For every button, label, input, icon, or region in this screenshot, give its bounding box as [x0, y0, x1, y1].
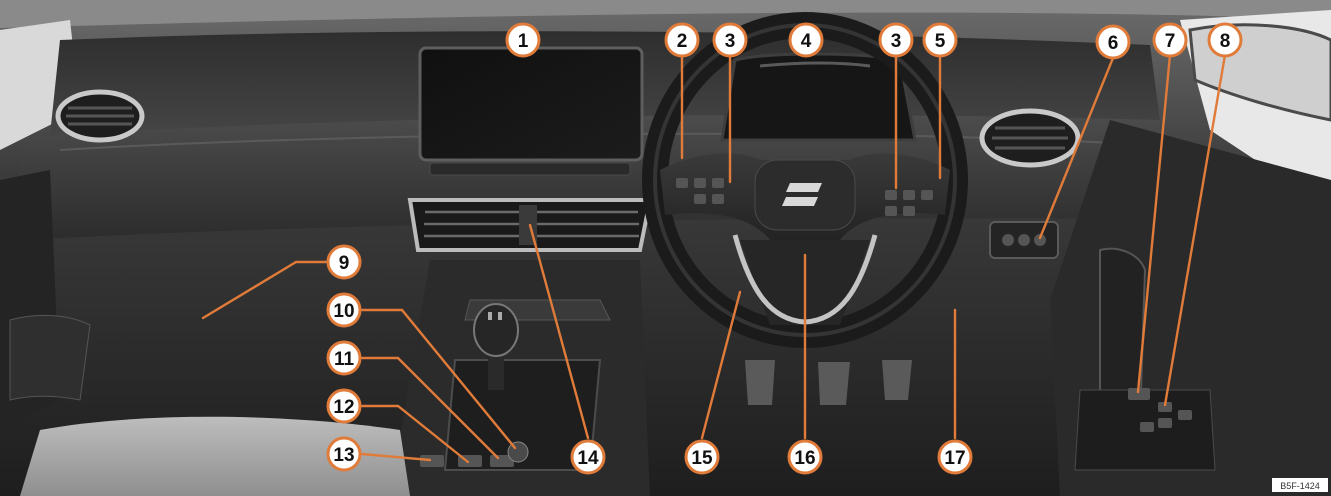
leader-13	[360, 452, 432, 462]
callout-number: 3	[891, 31, 902, 52]
callout-7: 7	[1152, 22, 1188, 58]
callout-1: 1	[505, 22, 541, 58]
callout-circle	[712, 22, 748, 58]
steering-buttons-right	[885, 190, 933, 216]
callout-number: 16	[794, 448, 815, 469]
seat-logo	[782, 183, 822, 206]
callout-number: 17	[944, 448, 965, 469]
callout-circle	[570, 439, 606, 475]
right-air-vent	[979, 108, 1081, 168]
callout-4: 4	[788, 22, 824, 58]
windshield	[0, 0, 1331, 28]
leader-14	[528, 223, 590, 440]
leader-11	[360, 356, 500, 460]
callout-number: 11	[334, 349, 355, 370]
callout-number: 4	[801, 31, 812, 52]
callout-circle	[684, 439, 720, 475]
callout-number: 6	[1108, 33, 1119, 54]
callout-10: 10	[326, 292, 362, 328]
leader-12	[360, 404, 470, 464]
callout-number: 9	[339, 253, 350, 274]
callout-number: 3	[725, 31, 736, 52]
callout-circle	[937, 439, 973, 475]
callout-circle	[326, 340, 362, 376]
leader-lines	[201, 50, 1227, 464]
callout-6: 6	[1095, 24, 1131, 60]
callout-number: 13	[333, 445, 354, 466]
left-air-vent	[55, 89, 145, 143]
leader-15	[700, 290, 742, 440]
pedals	[745, 360, 912, 405]
callout-number: 8	[1220, 31, 1231, 52]
callout-circle	[787, 439, 823, 475]
window-switches	[1128, 388, 1192, 432]
callout-circle	[1207, 22, 1243, 58]
callout-circle	[878, 22, 914, 58]
infotainment-screen	[418, 46, 644, 176]
callout-15: 15	[684, 439, 720, 475]
callout-16: 16	[787, 439, 823, 475]
light-switch-panel	[989, 221, 1059, 259]
reference-code-box	[1272, 478, 1328, 492]
callout-2: 2	[664, 22, 700, 58]
leader-10	[360, 308, 517, 450]
callout-9: 9	[326, 244, 362, 280]
leader-7	[1136, 53, 1172, 394]
callout-number: 10	[333, 301, 354, 322]
callout-circle	[922, 22, 958, 58]
callout-3: 3	[712, 22, 748, 58]
callout-circle	[1152, 22, 1188, 58]
steering-buttons-left	[676, 178, 724, 204]
callout-11: 11	[326, 340, 362, 376]
callout-3: 3	[878, 22, 914, 58]
callout-5: 5	[922, 22, 958, 58]
callout-circle	[788, 22, 824, 58]
callout-circle	[1095, 24, 1131, 60]
callout-number: 7	[1165, 31, 1176, 52]
left-door-handle	[9, 314, 91, 401]
reference-code: B5F-1424	[1280, 481, 1320, 491]
callout-number: 14	[577, 448, 599, 469]
passenger-seat	[20, 416, 410, 496]
callout-number: 5	[935, 31, 946, 52]
callout-number: 15	[691, 448, 713, 469]
callout-circle	[326, 244, 362, 280]
callout-circle	[664, 22, 700, 58]
leader-9b	[201, 260, 298, 320]
leader-8	[1163, 53, 1227, 407]
callout-8: 8	[1207, 22, 1243, 58]
callout-number: 1	[518, 31, 529, 52]
callout-circle	[505, 22, 541, 58]
leader-6	[1038, 56, 1115, 240]
callout-13: 13	[326, 436, 362, 472]
callout-circle	[326, 436, 362, 472]
callout-number: 12	[333, 397, 354, 418]
callout-14: 14	[570, 439, 606, 475]
callout-number: 2	[677, 31, 688, 52]
callout-circle	[326, 292, 362, 328]
callout-circle	[326, 388, 362, 424]
callout-17: 17	[937, 439, 973, 475]
instrument-cluster	[720, 52, 917, 142]
callout-12: 12	[326, 388, 362, 424]
